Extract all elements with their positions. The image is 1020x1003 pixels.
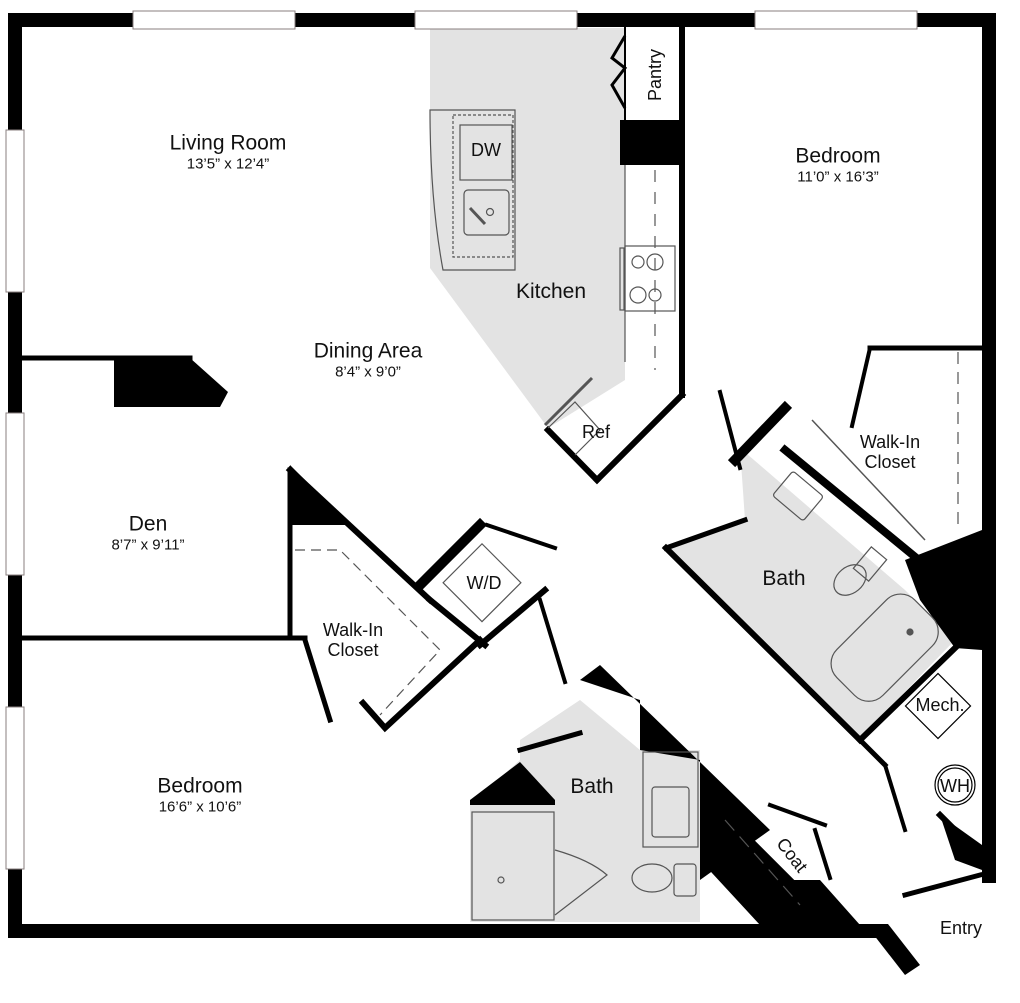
room-dimensions: 16’6” x 10’6” [158,798,242,816]
window [5,129,25,293]
fixture-label-dishwasher: DW [471,140,501,160]
fixture-text: DW [471,140,501,160]
room-label-bedroom-1: Bedroom 11’0” x 16’3” [795,145,880,186]
window [5,706,25,870]
room-dimensions: 11’0” x 16’3” [797,168,879,186]
window [414,10,578,30]
fixture-label-water-heater: WH [940,776,970,796]
room-label-kitchen: Kitchen [516,280,586,304]
window [5,412,25,576]
island-dashed [452,114,514,258]
room-label-walk-in-closet-2: Walk-In Closet [323,620,383,660]
room-name: Entry [939,918,983,938]
windows [5,10,918,870]
room-label-bath-1: Bath [762,567,805,591]
room-dimensions: 13’5” x 12’4” [186,155,270,173]
room-label-dining-area: Dining Area 8’4” x 9’0” [314,340,423,381]
water-heater [934,764,976,806]
window [754,10,918,30]
bath-1-floor [666,448,955,738]
room-label-bath-2: Bath [570,775,613,799]
room-dimensions: 8’7” x 9’11” [111,536,185,554]
closet-line-2: Closet [327,640,379,660]
room-name: Den [128,512,168,536]
room-label-bedroom-2: Bedroom 16’6” x 10’6” [157,775,242,816]
window [132,10,296,30]
closet-line-2: Closet [864,452,916,472]
washer-dryer [442,542,522,623]
shower [471,811,555,921]
dishwasher [459,124,513,181]
solid-columns [114,120,982,925]
room-name: Dining Area [313,339,423,363]
fixtures [295,35,976,921]
kitchen-island [429,109,516,271]
fixture-label-mech: Mech. [915,695,964,715]
sink-3 [651,786,690,838]
room-label-entry: Entry [940,918,982,938]
kitchen-floor [430,28,625,428]
closet-line-1: Walk-In [859,432,921,452]
room-name: Bath [570,775,614,798]
room-name: Bedroom [157,774,243,798]
room-name: Living Room [169,131,287,155]
toilet-2 [631,863,673,893]
range [624,245,676,312]
fixture-text: Ref [581,422,611,442]
fixture-text: Mech. [915,695,965,715]
room-name: Bedroom [795,144,881,168]
room-label-den: Den 8’7” x 9’11” [111,513,184,554]
fixture-text: WH [940,776,970,796]
fixture-text: W/D [466,573,502,593]
room-label-walk-in-closet-1: Walk-In Closet [860,432,920,472]
sink-1 [463,189,510,236]
toilet-1 [833,564,867,596]
room-label-living-room: Living Room 13’5” x 12’4” [170,132,287,173]
room-label-pantry: Pantry [645,49,665,101]
room-dimensions: 8’4” x 9’0” [335,363,401,381]
closet-line-1: Walk-In [322,620,384,640]
room-name: Kitchen [515,280,587,303]
room-name: Pantry [645,48,665,102]
sink-2 [773,471,823,521]
room-name: Bath [762,567,806,590]
mech-box [904,672,972,740]
fixture-label-refrigerator: Ref [582,422,610,442]
bathtub [830,593,939,702]
fixture-label-washer-dryer: W/D [467,573,502,593]
